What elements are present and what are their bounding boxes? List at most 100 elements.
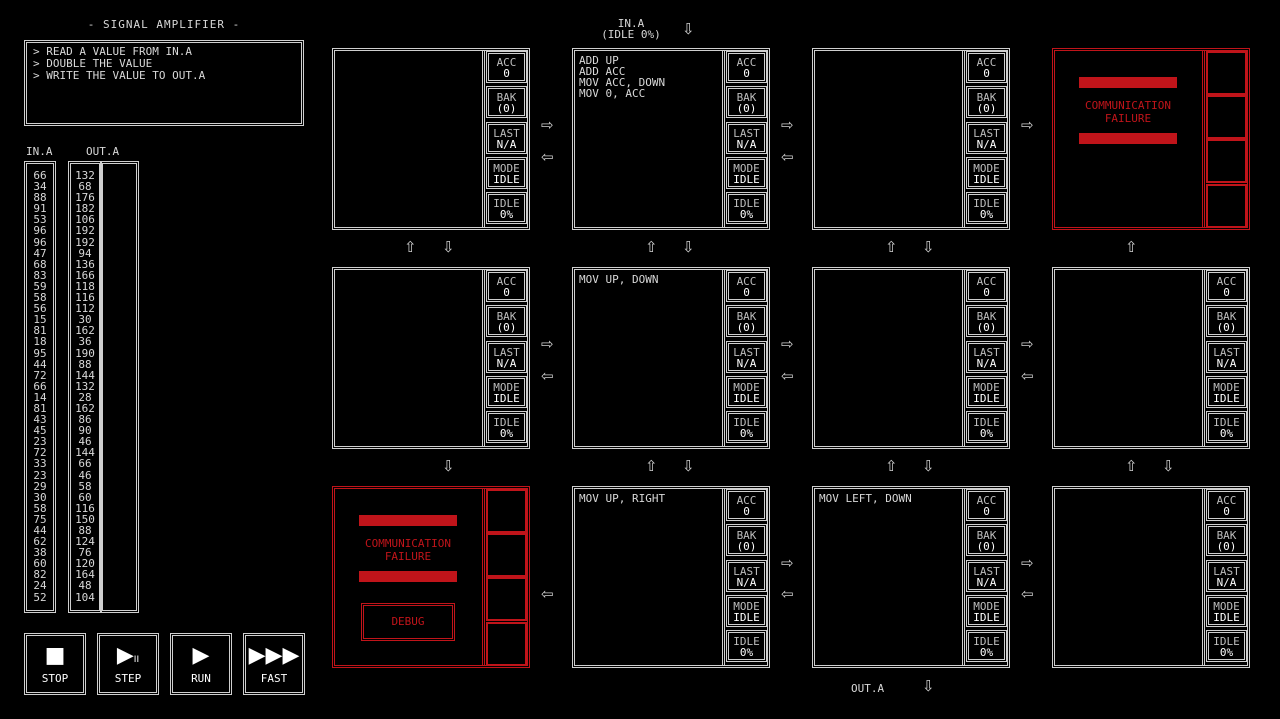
up-arrow-icon: ⇧: [885, 238, 898, 256]
right-arrow-icon: ⇨: [781, 335, 794, 353]
register-value: (0): [736, 102, 757, 116]
register-label: ACC: [496, 275, 517, 288]
up-arrow-icon: ⇧: [885, 457, 898, 475]
down-arrow-icon: ⇩: [922, 677, 935, 695]
register-value: IDLE: [973, 610, 1000, 624]
register-value: 0: [983, 505, 990, 518]
register-label: IDLE: [733, 197, 760, 211]
right-arrow-icon: ⇨: [541, 116, 554, 134]
value-cell: 38: [33, 546, 47, 560]
register-label: ACC: [1216, 494, 1237, 507]
value-cell: 59: [33, 279, 47, 293]
code-editor[interactable]: [1055, 489, 1205, 665]
register-label: BAK: [496, 310, 517, 324]
debug-button[interactable]: DEBUG: [361, 603, 455, 641]
code-editor[interactable]: MOV UP, RIGHT: [575, 489, 725, 665]
register-value: 0%: [499, 208, 514, 222]
failure-text: COMMUNICATION FAILURE: [1084, 99, 1172, 125]
register-bak: BAK(0): [486, 305, 527, 338]
code-editor[interactable]: [815, 51, 965, 227]
failure-text: COMMUNICATION FAILURE: [364, 537, 452, 563]
register-value: (0): [496, 321, 517, 335]
step-label: STEP: [114, 672, 142, 685]
play-icon: ▶: [192, 643, 210, 668]
value-cell: 72: [33, 446, 47, 460]
code-editor[interactable]: ADD UP ADD ACC MOV ACC, DOWN MOV 0, ACC: [575, 51, 725, 227]
register-label: ACC: [736, 275, 757, 288]
output-column-label: OUT.A: [86, 145, 120, 158]
register-value: 0: [743, 67, 750, 80]
value-cell: 62: [33, 535, 47, 549]
code-editor[interactable]: [815, 270, 965, 446]
register-label: LAST: [973, 345, 1000, 359]
register-label: IDLE: [493, 197, 520, 211]
register-label: LAST: [493, 345, 520, 359]
value-cell: 136: [75, 257, 95, 271]
register-value: 0%: [739, 646, 754, 660]
code-editor[interactable]: MOV UP, DOWN: [575, 270, 725, 446]
value-cell: 88: [33, 191, 47, 205]
register-value: IDLE: [973, 391, 1000, 405]
code-editor[interactable]: [335, 270, 485, 446]
left-arrow-icon: ⇦: [541, 367, 554, 385]
value-cell: 176: [75, 191, 95, 205]
failure-bar: [1079, 77, 1177, 88]
down-arrow-icon: ⇩: [442, 238, 455, 256]
code-editor[interactable]: [1055, 270, 1205, 446]
step-icon: ▶II: [116, 643, 140, 668]
failure-bar: [1079, 133, 1177, 144]
stop-label: STOP: [41, 672, 69, 685]
right-arrow-icon: ⇨: [781, 116, 794, 134]
value-cell: 144: [75, 368, 95, 382]
step-button[interactable]: ▶II STEP: [97, 633, 159, 695]
value-cell: 150: [75, 512, 95, 526]
value-cell: 44: [33, 357, 47, 371]
register-label: MODE: [973, 380, 1000, 394]
register-value: 0: [503, 286, 510, 299]
value-cell: 144: [75, 446, 95, 460]
value-cell: 46: [78, 468, 92, 482]
failed-node: COMMUNICATION FAILURE: [1052, 48, 1250, 230]
value-cell: 94: [78, 246, 92, 260]
value-cell: 43: [33, 413, 47, 427]
empty-register-slot: [486, 489, 527, 533]
register-value: N/A: [1216, 356, 1237, 370]
fast-button[interactable]: ▶▶▶ FAST: [243, 633, 305, 695]
register-value: 0%: [979, 646, 994, 660]
register-label: BAK: [496, 91, 517, 105]
value-cell: 95: [33, 346, 47, 360]
register-label: MODE: [973, 599, 1000, 613]
register-value: IDLE: [733, 391, 760, 405]
stop-button[interactable]: ■ STOP: [24, 633, 86, 695]
code-editor[interactable]: [335, 51, 485, 227]
value-cell: 82: [33, 568, 47, 582]
run-button[interactable]: ▶ RUN: [170, 633, 232, 695]
down-arrow-icon: ⇩: [682, 457, 695, 475]
objective-line: > READ A VALUE FROM IN.A: [33, 45, 192, 58]
register-label: BAK: [976, 310, 997, 324]
value-cell: 30: [78, 313, 92, 327]
up-arrow-icon: ⇧: [404, 238, 417, 256]
register-value: IDLE: [1213, 610, 1240, 624]
register-value: N/A: [736, 575, 757, 589]
code-editor[interactable]: MOV LEFT, DOWN: [815, 489, 965, 665]
